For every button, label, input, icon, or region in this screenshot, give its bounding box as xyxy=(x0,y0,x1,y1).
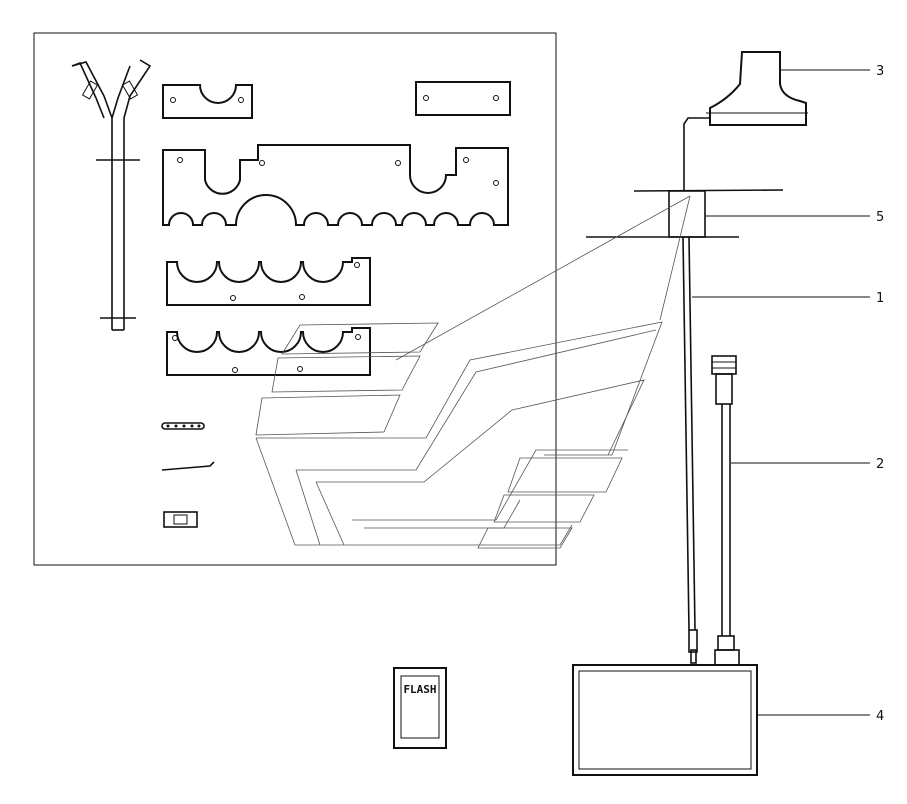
mounting-plate-large xyxy=(162,144,509,226)
callout-2: 2 xyxy=(876,457,884,472)
mounting-plate-medium-lower xyxy=(166,327,371,376)
roof-panel-grommet xyxy=(395,189,784,361)
leader-lines xyxy=(692,69,870,716)
vehicle-roof-outline xyxy=(255,321,663,549)
callout-5: 5 xyxy=(876,210,884,225)
mounting-plate-medium-upper xyxy=(166,257,371,306)
power-cable xyxy=(711,355,740,667)
cable-clip xyxy=(163,511,198,528)
screw-strip xyxy=(161,422,205,430)
callout-1: 1 xyxy=(876,291,884,306)
antenna-cable xyxy=(682,236,698,664)
mounting-plate-small-plain xyxy=(415,81,511,116)
callout-4: 4 xyxy=(876,709,884,724)
accessory-kit-frame xyxy=(33,32,557,566)
callout-3: 3 xyxy=(876,64,884,79)
receiver-unit xyxy=(572,664,758,776)
mounting-plate-small-notched xyxy=(162,84,253,119)
cable-tie xyxy=(161,461,215,471)
gps-antenna xyxy=(683,51,808,191)
flash-card: FLASH xyxy=(393,667,447,749)
y-splitter-cable xyxy=(71,59,152,331)
flash-card-label: FLASH xyxy=(403,683,436,696)
